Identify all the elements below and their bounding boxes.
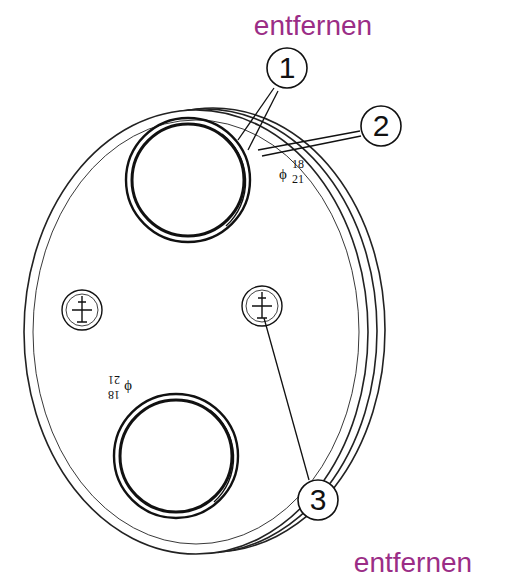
upper-hole [126,118,250,242]
disk-front-face [24,110,368,554]
hole-bore-shadow [210,410,234,502]
lower-hole [114,394,238,518]
callout-ring [361,106,401,146]
diameter-value: 21 [108,374,120,386]
diameter-symbol: ϕ [279,167,287,182]
instruction-text: entfernen [354,549,472,577]
instruction-text: entfernen [254,12,372,40]
tab-ring [62,290,102,330]
tab-ring-inner [66,294,98,326]
diameter-value: 18 [108,389,120,401]
diameter-value: 21 [292,173,304,185]
leader-lines [238,88,361,480]
hole-inner-ring [120,400,232,512]
tab-ring-inner [246,290,278,322]
leader-line [238,88,274,140]
leader-line [264,318,309,480]
tab-symbol [252,292,272,318]
callout-ring [267,48,307,88]
left-tab [62,290,102,330]
callout-number: 1 [279,53,296,83]
callout-number: 3 [310,485,327,515]
right-tab [242,286,282,326]
callout-circle: 1 [266,47,308,89]
leader-line [248,91,278,150]
hole-bore-shadow [222,134,246,226]
callout-circle: 3 [297,479,339,521]
leader-line [262,136,361,156]
diameter-symbol: ϕ [124,380,132,395]
callout-number: 2 [373,111,390,141]
tab-ring [242,286,282,326]
callout-ring [298,480,338,520]
tab-symbol [72,296,92,322]
hole-outer-ring [126,118,250,242]
disk-inner-edge [33,120,359,544]
diameter-value: 18 [292,158,304,170]
hole-outer-ring [114,394,238,518]
hole-inner-ring [132,124,244,236]
seal-disk [24,108,385,554]
callout-circle: 2 [360,105,402,147]
